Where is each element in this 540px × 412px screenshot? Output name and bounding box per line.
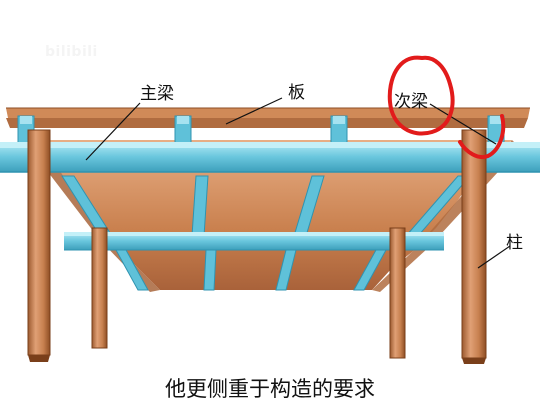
column-label: 柱	[506, 233, 523, 253]
column-back-right	[389, 227, 406, 359]
caption-subtitle: 他更侧重于构造的要求	[165, 377, 375, 401]
secondary-beams	[61, 175, 472, 291]
main-beam-label: 主梁	[140, 84, 174, 104]
main-beam-front	[0, 142, 540, 173]
leader-lines	[85, 97, 511, 269]
column-front-right	[461, 129, 487, 359]
slab-label: 板	[288, 83, 305, 103]
secondary-beam-label: 次梁	[394, 92, 428, 112]
column-back-left	[91, 227, 108, 349]
columns	[27, 129, 487, 364]
red-annotation	[387, 55, 506, 159]
bilibili-watermark: bilibili	[45, 44, 98, 60]
column-front-left	[27, 129, 51, 356]
main-beam-back	[64, 232, 444, 251]
